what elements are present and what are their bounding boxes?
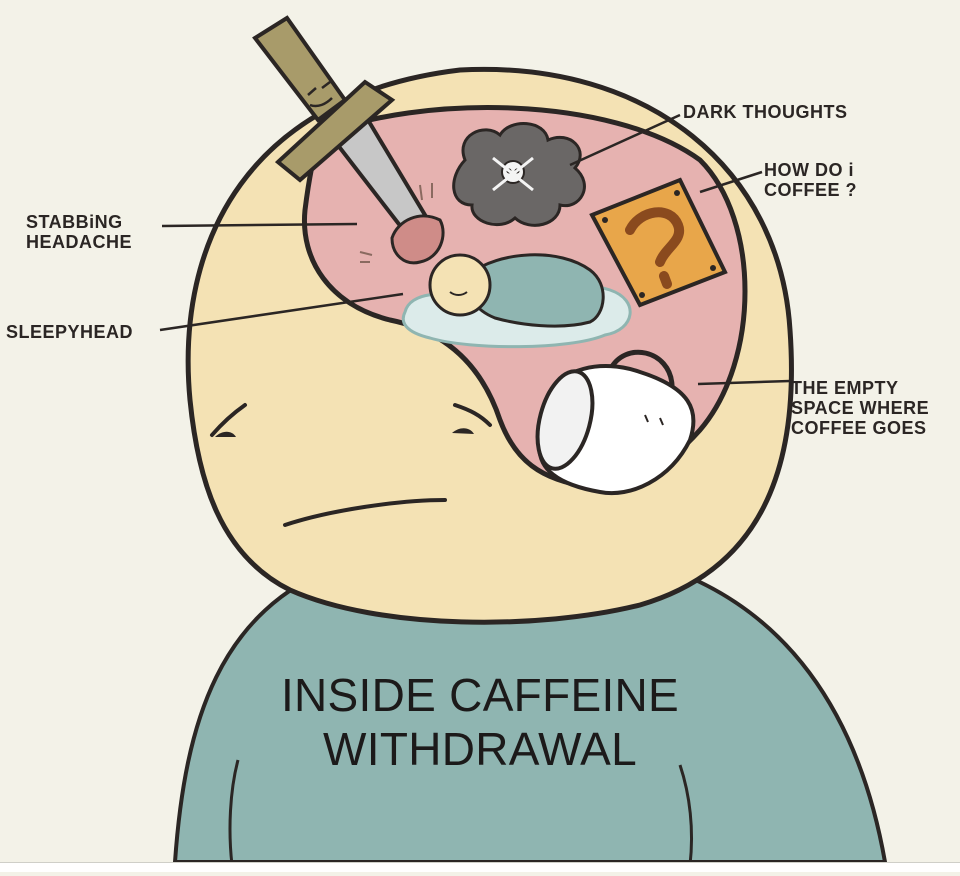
baby-head	[428, 253, 492, 317]
caption-line2: WITHDRAWAL	[323, 723, 637, 775]
shirt-fold-right	[678, 764, 694, 866]
label-empty-space-line3: COFFEE GOES	[791, 418, 927, 438]
stab-wound	[390, 214, 445, 265]
label-sleepyhead-text: SLEEPYHEAD	[6, 322, 134, 342]
label-stabbing-line1: STABBiNG	[26, 212, 123, 232]
knife-handle	[252, 15, 348, 123]
leader-dark-thoughts	[569, 113, 681, 167]
label-empty-space: THE EMPTY SPACE WHERE COFFEE GOES	[791, 378, 929, 438]
leader-stabbing	[161, 222, 358, 228]
question-block	[589, 177, 728, 308]
mug-rim	[535, 369, 595, 471]
caption: INSIDE CAFFEINE WITHDRAWAL	[120, 668, 840, 776]
left-eye	[215, 431, 236, 437]
shirt-fold-left	[228, 759, 240, 866]
label-sleepyhead: SLEEPYHEAD	[6, 322, 133, 342]
bottom-border	[0, 862, 960, 872]
empty-mug	[535, 349, 696, 496]
right-eye	[452, 428, 474, 434]
knife	[252, 15, 445, 265]
label-dark-thoughts: DARK THOUGHTS	[683, 102, 848, 122]
leader-empty-space	[697, 379, 791, 386]
label-stabbing-headache: STABBiNG HEADACHE	[26, 212, 132, 252]
label-how-do-i-coffee: HOW DO i COFFEE ?	[764, 160, 857, 200]
label-how-do-i-line2: COFFEE ?	[764, 180, 857, 200]
knife-face	[307, 81, 333, 108]
label-dark-thoughts-text: DARK THOUGHTS	[683, 102, 848, 122]
left-eyebrow	[210, 403, 247, 437]
leader-how-do-i	[699, 170, 763, 194]
label-stabbing-line2: HEADACHE	[26, 232, 133, 252]
mouth	[283, 498, 447, 527]
label-empty-space-line2: SPACE WHERE	[791, 398, 930, 418]
leader-sleepyhead	[159, 292, 404, 332]
baby-body	[465, 253, 605, 328]
dark-thoughts-cloud	[452, 122, 586, 227]
sleeping-baby	[401, 253, 632, 349]
caption-line1: INSIDE CAFFEINE	[280, 669, 680, 721]
pain-marks	[359, 183, 433, 263]
right-eyebrow	[453, 403, 492, 427]
label-empty-space-line1: THE EMPTY	[791, 378, 899, 398]
label-how-do-i-line1: HOW DO i	[764, 160, 854, 180]
